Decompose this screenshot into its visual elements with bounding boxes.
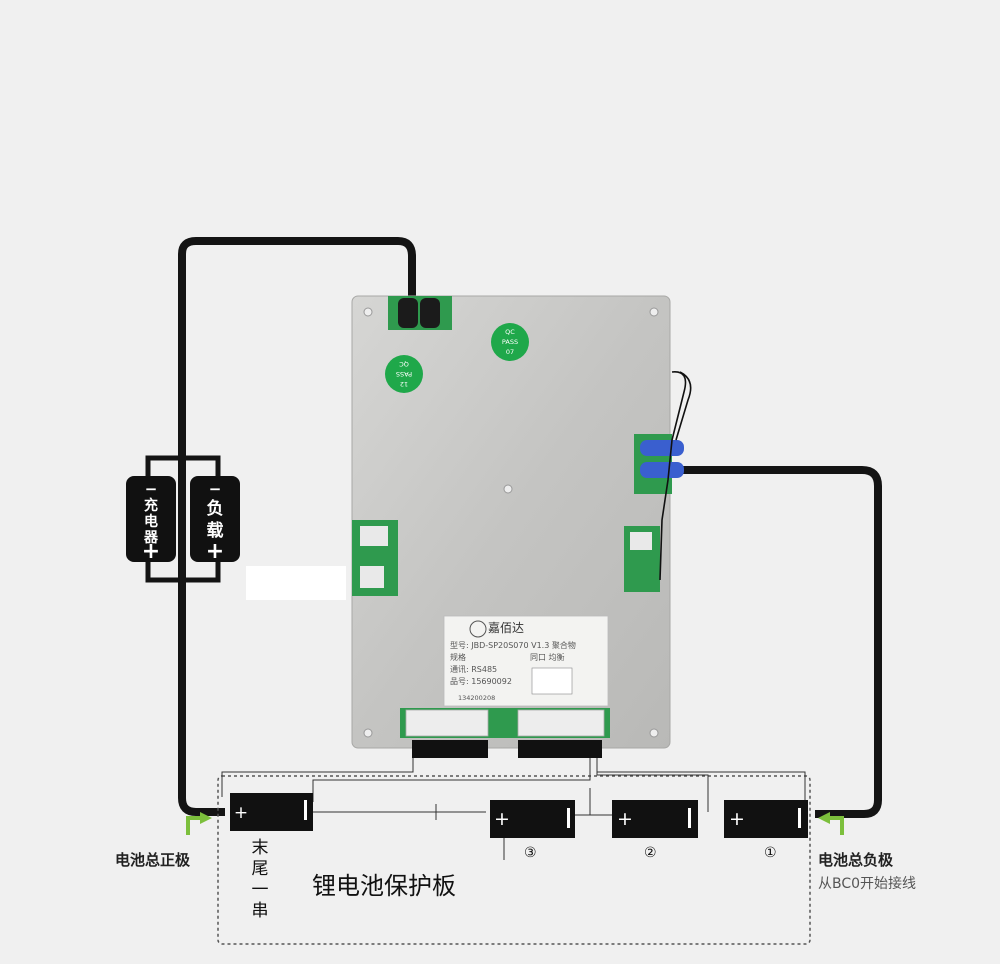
charger-char-1: 充 [144,497,158,514]
total-negative-label: 电池总负极 [818,851,894,869]
board-code: 品号: 15690092 [450,677,512,686]
cell-number-1: ① [764,845,777,861]
negative-wire [680,466,882,818]
cell-number-2: ② [644,845,657,861]
positive-wire [178,237,416,816]
load-minus-text: − [209,480,222,498]
load-char-1: 负 [207,498,224,519]
negative-arrow-icon [826,816,844,835]
cell-tail [230,793,313,831]
board-brand: 嘉佰达 [488,621,524,635]
negative-note-label: 从BC0开始接线 [818,876,917,892]
board-comm: 通讯: RS485 [450,664,497,674]
qc-sticker-2-line2: PASS [396,370,412,378]
qc-sticker-1-line2: PASS [502,338,518,346]
cell-tail-plus: + [234,803,248,823]
qc-sticker-1-line1: QC [505,328,515,336]
board-serial: 134200208 [458,694,495,702]
charger-pill [126,476,176,562]
cell-2-plus: + [617,808,633,830]
load-char-2: 载 [207,520,224,541]
qc-sticker-2-line1: 12 [400,380,408,388]
cell-1-plus: + [729,808,745,830]
board-name-label: 锂电池保护板 [312,872,456,900]
load-pill [190,476,240,562]
charger-plus-text: + [142,539,160,564]
qc-sticker-1-line3: 07 [506,348,514,356]
charger-char-3: 器 [143,530,159,546]
cell-3-plus: + [494,808,510,830]
qc-sticker-2-line3: QC [399,360,409,368]
tail-series-text: 末尾一串 [251,838,269,921]
cell-number-3: ③ [524,845,537,861]
charger-char-2: 电 [144,513,158,530]
blank-box [246,566,346,600]
total-positive-label: 电池总正极 [115,851,191,869]
cell-3 [490,800,575,838]
cell-2 [612,800,698,838]
tail-series-label: 末尾一串 [250,838,270,922]
cell-1 [724,800,808,838]
load-plus-text: + [206,539,224,564]
board-port: 同口 均衡 [530,652,565,662]
protection-board-photo [351,295,692,758]
board-spec: 规格 [450,652,466,662]
board-model: 型号: JBD-SP20S070 V1.3 聚合物 [450,640,576,650]
charger-minus-text: − [145,480,158,498]
positive-arrow-icon [186,816,204,835]
